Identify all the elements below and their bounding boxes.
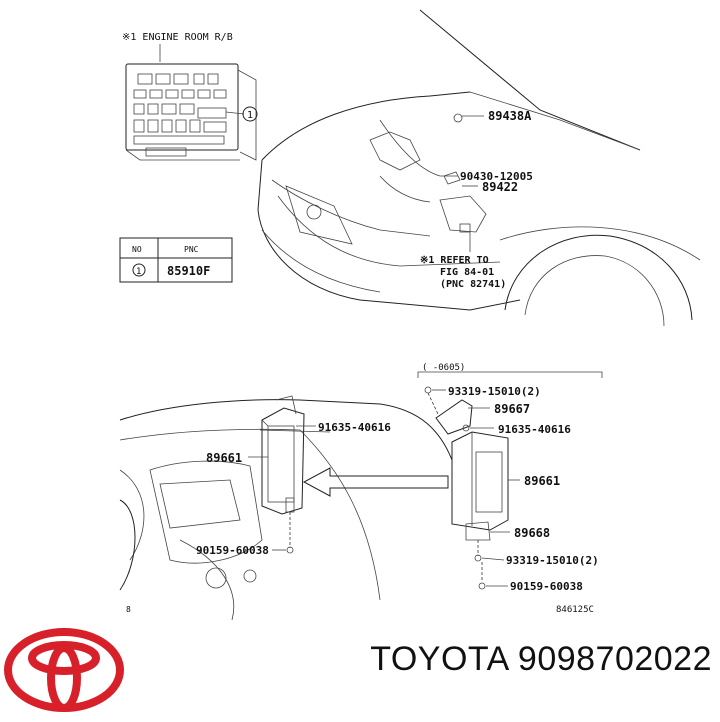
footer: TOYOTA 9098702022 bbox=[0, 618, 720, 720]
label-refer-line1: ※1 REFER TO bbox=[420, 255, 489, 266]
date-range: ( -0605) bbox=[422, 363, 465, 373]
label-91635-40616-left: 91635-40616 bbox=[318, 421, 391, 434]
label-89438a: 89438A bbox=[488, 109, 532, 123]
fuse-box-title: ※1 ENGINE ROOM R/B bbox=[122, 32, 233, 43]
ecu-detail-illustration: ( -0605) bbox=[417, 363, 603, 590]
label-90159-60038-right: 90159-60038 bbox=[510, 580, 583, 593]
label-refer-line2: FIG 84-01 bbox=[440, 267, 494, 278]
label-90159-60038-left: 90159-60038 bbox=[196, 544, 269, 557]
dashboard-illustration bbox=[119, 395, 453, 620]
label-89422: 89422 bbox=[482, 180, 518, 194]
pnc-row-no: 1 bbox=[136, 267, 141, 277]
ecu-box-left bbox=[261, 407, 305, 515]
fuse-box-group: ※1 ENGINE ROOM R/B 1 bbox=[122, 32, 258, 161]
ecu-box-right bbox=[451, 431, 509, 531]
fuse-callout-number: 1 bbox=[247, 110, 253, 121]
figure-code-right: 846125C bbox=[556, 605, 594, 615]
label-93319-15010-top: 93319-15010(2) bbox=[448, 385, 541, 398]
label-91635-40616-right: 91635-40616 bbox=[498, 423, 571, 436]
car-front-illustration bbox=[257, 9, 701, 327]
toyota-logo-icon bbox=[4, 628, 124, 712]
bracket-89667 bbox=[435, 399, 473, 435]
diagram-canvas: ※1 ENGINE ROOM R/B 1 NO PNC 1 85910F bbox=[119, 9, 701, 620]
label-89668: 89668 bbox=[514, 526, 550, 540]
pnc-table: NO PNC 1 85910F bbox=[119, 237, 233, 283]
dash-callouts: 91635-40616 89661 90159-60038 bbox=[196, 421, 391, 557]
label-89661-right: 89661 bbox=[524, 474, 560, 488]
pnc-row-pnc: 85910F bbox=[167, 264, 210, 278]
direction-arrow bbox=[302, 467, 449, 497]
bracket-89668 bbox=[465, 521, 491, 541]
fuse-box-body bbox=[125, 63, 239, 151]
pnc-header-pnc: PNC bbox=[184, 245, 199, 254]
detail-callouts: 93319-15010(2) 89667 91635-40616 89661 8… bbox=[432, 385, 599, 593]
pnc-header-no: NO bbox=[132, 245, 142, 254]
label-89667: 89667 bbox=[494, 402, 530, 416]
label-93319-15010-bottom: 93319-15010(2) bbox=[506, 554, 599, 567]
label-90430-12005: 90430-12005 bbox=[460, 170, 533, 183]
brand-part-number: TOYOTA 9098702022 bbox=[370, 640, 712, 678]
label-refer-line3: (PNC 82741) bbox=[440, 279, 506, 290]
fuse-callout-circle bbox=[242, 106, 258, 122]
label-89661-left: 89661 bbox=[206, 451, 242, 465]
engine-callouts: 89438A 90430-12005 89422 ※1 REFER TO FIG… bbox=[420, 109, 533, 290]
figure-code-left: 8 bbox=[126, 605, 131, 614]
